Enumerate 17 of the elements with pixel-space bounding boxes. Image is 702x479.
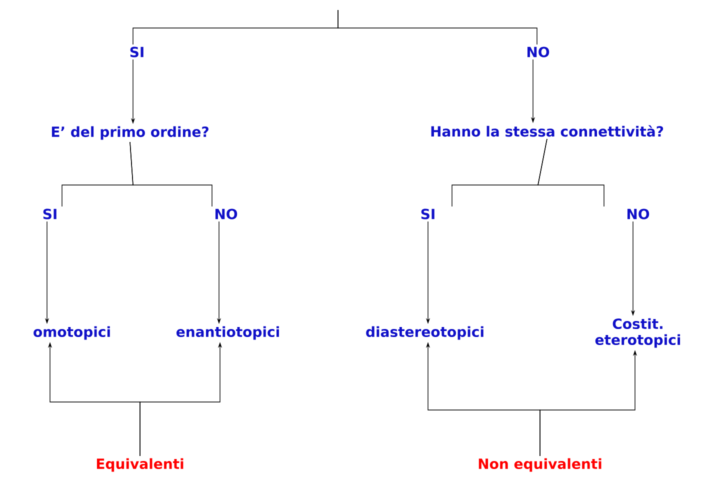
answer-label: NO: [627, 208, 650, 220]
result-label: enantiotopici: [176, 326, 279, 340]
question-text: E’ del primo ordine?: [52, 126, 208, 140]
answer-label: SI: [421, 208, 434, 220]
branch-line: [338, 10, 538, 45]
category-label: Non equivalenti: [478, 458, 602, 472]
branch-line: [130, 142, 212, 207]
category-label: Equivalenti: [96, 458, 184, 472]
result-label: Costit. eterotopici: [595, 318, 680, 348]
result-label: omotopici: [34, 326, 110, 340]
answer-label: NO: [215, 208, 238, 220]
answer-label: NO: [527, 46, 550, 58]
branch-line: [538, 138, 604, 207]
answer-label: SI: [43, 208, 56, 220]
result-label: diastereotopici: [366, 326, 484, 340]
answer-label: SI: [130, 46, 144, 58]
question-text: Hanno la stessa connettività?: [431, 125, 664, 137]
